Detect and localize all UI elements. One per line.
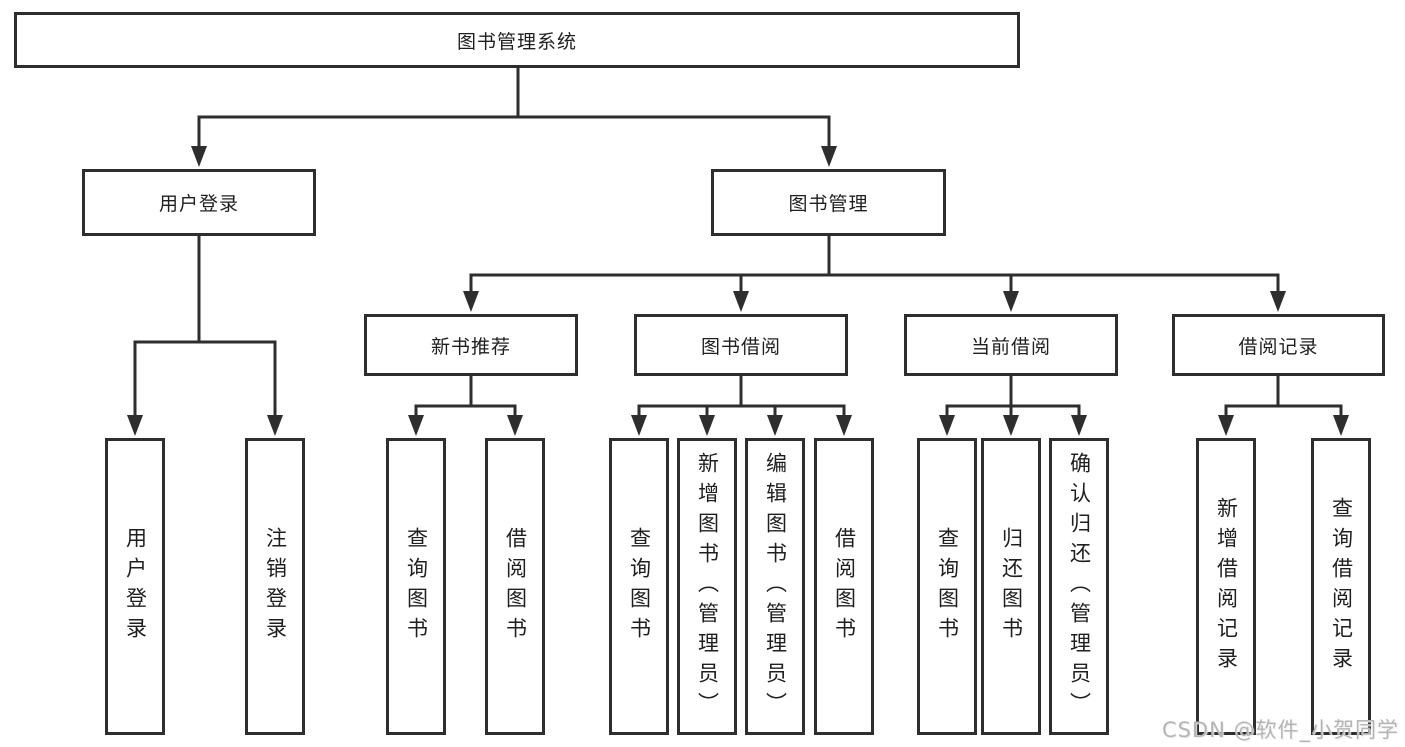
- watermark-csdn: CSDN @软件_小贺同学: [1161, 718, 1399, 742]
- node-borrowing-records: 借阅记录: [1172, 314, 1385, 376]
- leaf-label: 用户登录: [123, 526, 148, 647]
- leaf-label: 查询图书: [404, 526, 429, 647]
- node-book-borrowing: 图书借阅: [634, 314, 848, 376]
- leaf-label: 借阅图书: [503, 526, 528, 647]
- leaf-add-borrow-record: 新增借阅记录: [1196, 438, 1256, 735]
- leaf-recommend-borrow-books: 借阅图书: [485, 438, 545, 735]
- node-library-management-system: 图书管理系统: [14, 12, 1020, 68]
- leaf-borrow-query-books: 查询图书: [609, 438, 669, 735]
- leaf-label: 编辑图书（管理员）: [763, 451, 788, 722]
- node-book-management: 图书管理: [711, 169, 946, 236]
- node-new-book-recommendation: 新书推荐: [364, 314, 578, 376]
- leaf-current-query-books: 查询图书: [917, 438, 977, 735]
- leaf-recommend-query-books: 查询图书: [386, 438, 446, 735]
- leaf-label: 查询图书: [627, 526, 652, 647]
- leaf-label: 确认归还（管理员）: [1067, 451, 1092, 722]
- leaf-edit-books-admin: 编辑图书（管理员）: [745, 438, 805, 735]
- node-user-login: 用户登录: [82, 169, 316, 236]
- leaf-query-borrow-record: 查询借阅记录: [1311, 438, 1371, 735]
- leaf-label: 借阅图书: [832, 526, 857, 647]
- leaf-label: 查询图书: [935, 526, 960, 647]
- leaf-label: 查询借阅记录: [1329, 496, 1354, 677]
- leaf-label: 注销登录: [263, 526, 288, 647]
- leaf-borrow-books: 借阅图书: [814, 438, 874, 735]
- leaf-user-login: 用户登录: [105, 438, 165, 735]
- leaf-label: 归还图书: [999, 526, 1024, 647]
- leaf-return-books: 归还图书: [981, 438, 1041, 735]
- leaf-logout: 注销登录: [245, 438, 305, 735]
- leaf-confirm-return-admin: 确认归还（管理员）: [1049, 438, 1109, 735]
- leaf-add-books-admin: 新增图书（管理员）: [677, 438, 737, 735]
- node-current-borrowing: 当前借阅: [904, 314, 1118, 376]
- leaf-label: 新增图书（管理员）: [695, 451, 720, 722]
- leaf-label: 新增借阅记录: [1214, 496, 1239, 677]
